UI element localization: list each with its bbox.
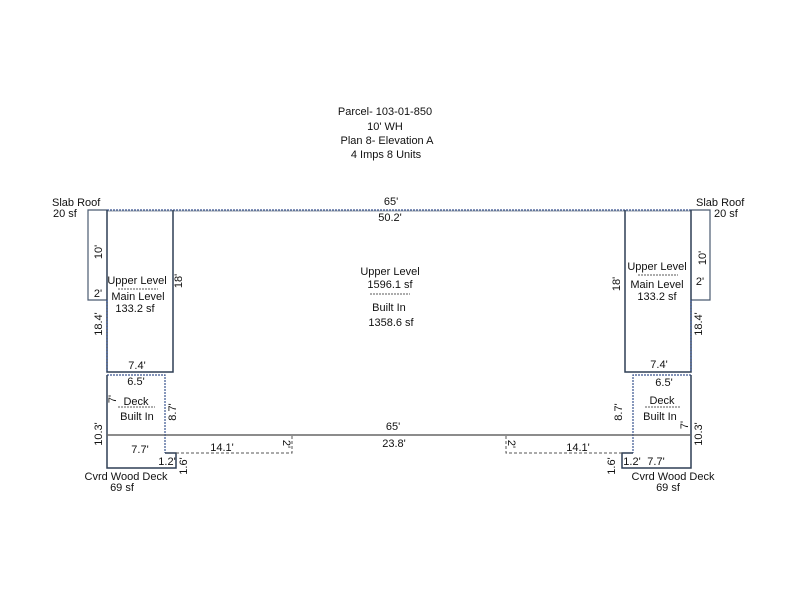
left-dim-7-4: 7.4' [128,360,145,372]
built-in-label: Built In [372,302,406,314]
upper-level-label: Upper Level [360,266,419,278]
upper-level-area: 1596.1 sf [367,279,413,291]
left-cvrd-deck-area: 69 sf [110,482,135,494]
left-dim-10-3: 10.3' [93,422,105,446]
left-slab-roof-outline [87,209,107,301]
left-deck-label: Deck [123,396,149,408]
left-dim-10: 10' [93,245,105,259]
left-main-level-label: Main Level [111,291,164,303]
left-dim-7: 7' [107,395,119,403]
right-dim-10-3: 10.3' [693,422,705,446]
sketch-header: Parcel- 103-01-850 10' WH Plan 8- Elevat… [338,106,434,161]
right-dim-18: 18' [611,277,623,291]
wall-height-label: 10' WH [367,121,403,133]
right-labels: Slab Roof 20 sf 10' 2' 18.4' Upper Level… [505,197,745,494]
left-dim-8-7: 8.7' [167,403,179,420]
right-upper-level-label: Upper Level [627,261,686,273]
left-dim-1-6: 1.6' [178,457,190,474]
right-cvrd-deck-label: Cvrd Wood Deck [632,471,715,483]
right-dim-2b: 2' [505,440,517,448]
right-dim-1-6: 1.6' [606,457,618,474]
top-dim: 65' [384,196,398,208]
plan-label: Plan 8- Elevation A [341,135,435,147]
right-cvrd-deck-area: 69 sf [656,482,681,494]
left-dim-18-4: 18.4' [93,312,105,336]
right-ul-area: 133.2 sf [637,291,677,303]
right-deck-label: Deck [649,395,675,407]
top-inner-dim: 50.2' [378,212,402,224]
right-slab-roof-outline [691,209,711,301]
left-built-in-label: Built In [120,411,154,423]
left-ul-area: 133.2 sf [115,303,155,315]
sketch-lines [87,209,711,469]
right-main-level-label: Main Level [630,279,683,291]
left-bump-outline [176,435,293,454]
left-slab-roof-area: 20 sf [53,208,78,220]
left-slab-roof-label: Slab Roof [52,197,101,209]
main-labels: 65' 50.2' Upper Level 1596.1 sf Built In… [360,196,419,450]
right-upper-level-outline [624,210,692,373]
left-covered-deck-outline [106,375,177,469]
left-dim-6-5: 6.5' [127,376,144,388]
right-slab-roof-label: Slab Roof [696,197,745,209]
left-dim-2: 2' [94,288,102,300]
right-dim-10: 10' [697,251,709,265]
left-dim-2b: 2' [280,440,292,448]
right-dim-8-7: 8.7' [613,403,625,420]
right-dim-14-1: 14.1' [566,442,590,454]
mid-dim: 65' [386,421,400,433]
right-dim-7-7: 7.7' [647,456,664,468]
right-built-in-label: Built In [643,411,677,423]
left-cvrd-deck-label: Cvrd Wood Deck [85,471,168,483]
left-dim-18: 18' [173,274,185,288]
imps-label: 4 Imps 8 Units [351,149,422,161]
right-dim-1-2: 1.2' [623,456,640,468]
right-deck-outline [632,374,691,453]
left-dim-1-2: 1.2' [158,456,175,468]
right-dim-7: 7' [679,421,691,429]
left-dim-7-7: 7.7' [131,444,148,456]
right-dim-18-4: 18.4' [693,312,705,336]
left-labels: Slab Roof 20 sf 10' 2' 18.4' Upper Level… [52,197,292,494]
mid-inner-dim: 23.8' [382,438,406,450]
right-dim-7-4: 7.4' [650,359,667,371]
right-covered-deck-outline [621,375,692,469]
left-upper-level-outline [106,210,174,373]
right-dim-6-5: 6.5' [655,377,672,389]
built-in-area: 1358.6 sf [368,317,414,329]
right-bump-outline [505,435,622,454]
left-dim-14-1: 14.1' [210,442,234,454]
parcel-label: Parcel- 103-01-850 [338,106,432,118]
left-upper-level-label: Upper Level [107,275,166,287]
left-deck-outline [107,374,166,453]
right-slab-roof-area: 20 sf [714,208,739,220]
right-dim-2: 2' [696,276,704,288]
